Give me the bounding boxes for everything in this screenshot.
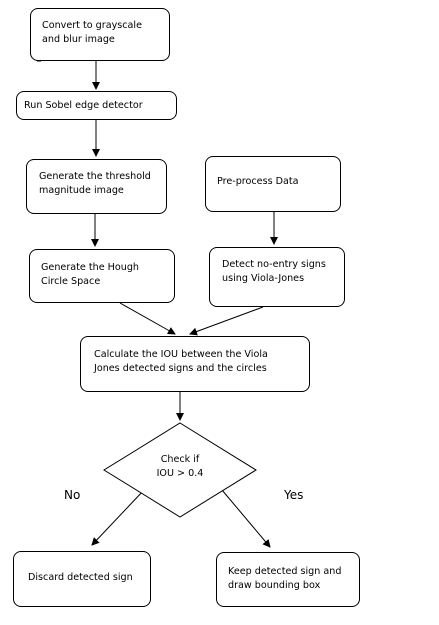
decision-text-line: IOU > 0.4 <box>156 468 204 479</box>
decision-diamond <box>103 422 257 518</box>
arrow-hough-to-iou <box>119 302 176 335</box>
node-keep-sign: Keep detected sign and draw bounding box <box>216 552 360 607</box>
node-text-line: Keep detected sign and <box>228 566 342 577</box>
node-text-line: Calculate the IOU between the Viola <box>94 349 268 360</box>
node-convert-grayscale: Convert to grayscale and blur image <box>30 8 170 61</box>
node-text-line: Generate the Hough <box>41 262 139 273</box>
node-threshold-magnitude: Generate the threshold magnitude image <box>26 159 167 214</box>
branch-label-yes: Yes <box>284 488 304 502</box>
node-text-line: and blur image <box>42 34 115 45</box>
node-text-line: Detect no-entry signs <box>222 259 326 270</box>
node-text-line: Circle Space <box>41 276 101 287</box>
branch-label-no: No <box>64 488 81 502</box>
node-run-sobel: Run Sobel edge detector <box>16 91 177 120</box>
node-text-line: Discard detected sign <box>28 572 133 583</box>
node-text-line: magnitude image <box>39 185 124 196</box>
node-preprocess-data: Pre-process Data <box>205 156 341 212</box>
arrow-check-to-discard <box>91 489 145 546</box>
node-text-line: Jones detected signs and the circles <box>94 363 267 374</box>
node-hough-circle-space: Generate the Hough Circle Space <box>29 249 175 303</box>
node-text-line: draw bounding box <box>228 580 321 591</box>
decision-label: Check if IOU > 0.4 <box>140 453 220 481</box>
node-viola-jones-detect: Detect no-entry signs using Viola-Jones <box>209 247 345 307</box>
node-text-line: Generate the threshold <box>39 171 151 182</box>
arrow-check-to-keep <box>221 489 271 548</box>
decision-text-line: Check if <box>160 454 200 465</box>
node-text-line: Convert to grayscale <box>42 20 142 31</box>
node-text-line: Run Sobel edge detector <box>24 100 143 111</box>
node-text-line: Pre-process Data <box>217 176 299 187</box>
node-calculate-iou: Calculate the IOU between the Viola Jone… <box>80 336 310 392</box>
node-discard-sign: Discard detected sign <box>13 551 151 607</box>
node-text-line: using Viola-Jones <box>222 273 305 284</box>
arrow-viola-to-iou <box>189 306 264 336</box>
